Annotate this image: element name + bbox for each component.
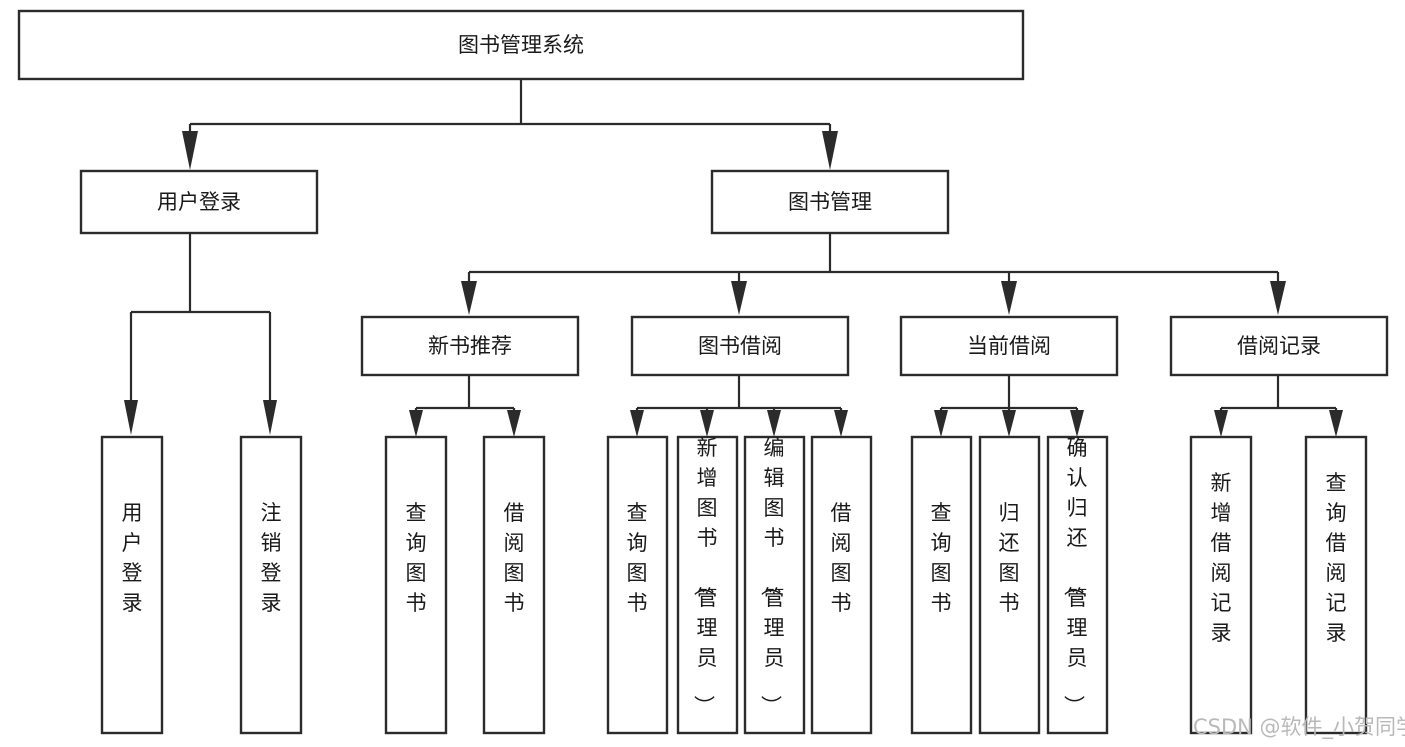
leaf-new-book-2-label: 借阅图书 — [504, 501, 525, 615]
node-current-borrow-box[interactable] — [899, 315, 1119, 377]
leaf-book-borrow-1-label: 查询图书 — [627, 501, 648, 615]
leaf-book-borrow-1[interactable]: 查询图书 — [606, 435, 669, 735]
arrow-head-userlogin-1 — [124, 400, 138, 435]
leaf-borrow-record-2[interactable]: 查询借阅记录 — [1304, 435, 1368, 735]
node-new-book-recommend-box[interactable] — [360, 315, 580, 377]
leaf-user-login-2[interactable]: 注销登录 — [239, 435, 303, 735]
node-new-book-recommend-label: 新书推荐 — [428, 334, 512, 358]
node-borrow-record-box[interactable] — [1169, 315, 1389, 377]
arrow-head-level3-3 — [1001, 281, 1017, 315]
arrow-head-level3-1 — [461, 281, 477, 315]
leaf-current-borrow-2-box[interactable] — [978, 435, 1041, 735]
node-book-borrow[interactable]: 图书借阅 — [630, 315, 850, 377]
arrow-head-currentborrow-3 — [1070, 410, 1084, 437]
node-new-book-recommend[interactable]: 新书推荐 — [360, 315, 580, 377]
leaf-book-borrow-3[interactable]: 编辑图书（管理员） — [743, 435, 806, 735]
arrow-head-level2-2 — [822, 131, 838, 170]
leaf-book-borrow-3-label: 编辑图书（管理员） — [759, 436, 785, 716]
node-root-label: 图书管理系统 — [458, 33, 584, 57]
arrow-head-userlogin-2 — [263, 400, 277, 435]
leaf-user-login-1-label: 用户登录 — [122, 501, 143, 615]
leaf-book-borrow-4-label: 借阅图书 — [831, 501, 852, 615]
arrow-head-bookborrow-1 — [630, 410, 644, 437]
leaf-current-borrow-1-label: 查询图书 — [931, 501, 952, 615]
node-root-box[interactable] — [17, 9, 1025, 81]
arrow-head-level2-1 — [182, 131, 198, 170]
leaf-new-book-1-box[interactable] — [384, 435, 448, 735]
leaf-current-borrow-3-box[interactable] — [1046, 435, 1109, 735]
node-book-management[interactable]: 图书管理 — [710, 169, 950, 235]
node-book-management-box[interactable] — [710, 169, 950, 235]
arrow-head-level3-2 — [731, 281, 747, 315]
leaf-current-borrow-3-label: 确认归还（管理员） — [1062, 436, 1088, 716]
node-borrow-record-label: 借阅记录 — [1237, 334, 1321, 358]
leaf-user-login-1-box[interactable] — [100, 435, 164, 735]
node-borrow-record[interactable]: 借阅记录 — [1169, 315, 1389, 377]
arrow-head-newbook-2 — [507, 410, 521, 437]
leaf-borrow-record-2-box[interactable] — [1304, 435, 1368, 735]
leaf-borrow-record-1-label: 新增借阅记录 — [1211, 471, 1232, 645]
leaf-book-borrow-1-box[interactable] — [606, 435, 669, 735]
leaf-current-borrow-1-box[interactable] — [910, 435, 973, 735]
leaf-current-borrow-2[interactable]: 归还图书 — [978, 435, 1041, 735]
leaf-current-borrow-3[interactable]: 确认归还（管理员） — [1046, 435, 1109, 735]
arrow-head-currentborrow-2 — [1002, 410, 1016, 437]
leaf-borrow-record-1-box[interactable] — [1189, 435, 1253, 735]
arrow-head-currentborrow-1 — [934, 410, 948, 437]
leaf-current-borrow-1[interactable]: 查询图书 — [910, 435, 973, 735]
leaf-user-login-2-label: 注销登录 — [261, 501, 282, 615]
leaf-new-book-1[interactable]: 查询图书 — [384, 435, 448, 735]
arrow-head-newbook-1 — [409, 410, 423, 437]
csdn-watermark: CSDN @软件_小贺同学 — [1193, 715, 1405, 740]
arrow-head-borrowrecord-2 — [1329, 410, 1343, 437]
leaf-new-book-2-box[interactable] — [482, 435, 546, 735]
arrow-head-bookborrow-3 — [767, 410, 781, 437]
leaf-book-borrow-4[interactable]: 借阅图书 — [810, 435, 873, 735]
arrow-head-bookborrow-4 — [834, 410, 848, 437]
leaf-new-book-1-label: 查询图书 — [406, 501, 427, 615]
arrow-head-bookborrow-2 — [700, 410, 714, 437]
node-current-borrow[interactable]: 当前借阅 — [899, 315, 1119, 377]
leaf-book-borrow-4-box[interactable] — [810, 435, 873, 735]
leaf-current-borrow-2-label: 归还图书 — [999, 501, 1020, 615]
node-current-borrow-label: 当前借阅 — [967, 334, 1051, 358]
leaf-book-borrow-2-label: 新增图书（管理员） — [692, 436, 718, 716]
leaf-book-borrow-2[interactable]: 新增图书（管理员） — [676, 435, 739, 735]
node-book-borrow-label: 图书借阅 — [698, 334, 782, 358]
arrow-head-borrowrecord-1 — [1214, 410, 1228, 437]
leaf-new-book-2[interactable]: 借阅图书 — [482, 435, 546, 735]
leaf-user-login-2-box[interactable] — [239, 435, 303, 735]
node-root[interactable]: 图书管理系统 — [17, 9, 1025, 81]
node-user-login-label: 用户登录 — [157, 190, 241, 214]
leaf-book-borrow-2-box[interactable] — [676, 435, 739, 735]
connector-layer — [124, 79, 1343, 437]
leaf-book-borrow-3-box[interactable] — [743, 435, 806, 735]
node-user-login[interactable]: 用户登录 — [79, 169, 319, 235]
node-book-management-label: 图书管理 — [788, 190, 872, 214]
leaf-user-login-1[interactable]: 用户登录 — [100, 435, 164, 735]
leaf-borrow-record-2-label: 查询借阅记录 — [1326, 471, 1347, 645]
arrow-head-level3-4 — [1270, 281, 1286, 315]
node-user-login-box[interactable] — [79, 169, 319, 235]
node-book-borrow-box[interactable] — [630, 315, 850, 377]
leaf-borrow-record-1[interactable]: 新增借阅记录 — [1189, 435, 1253, 735]
